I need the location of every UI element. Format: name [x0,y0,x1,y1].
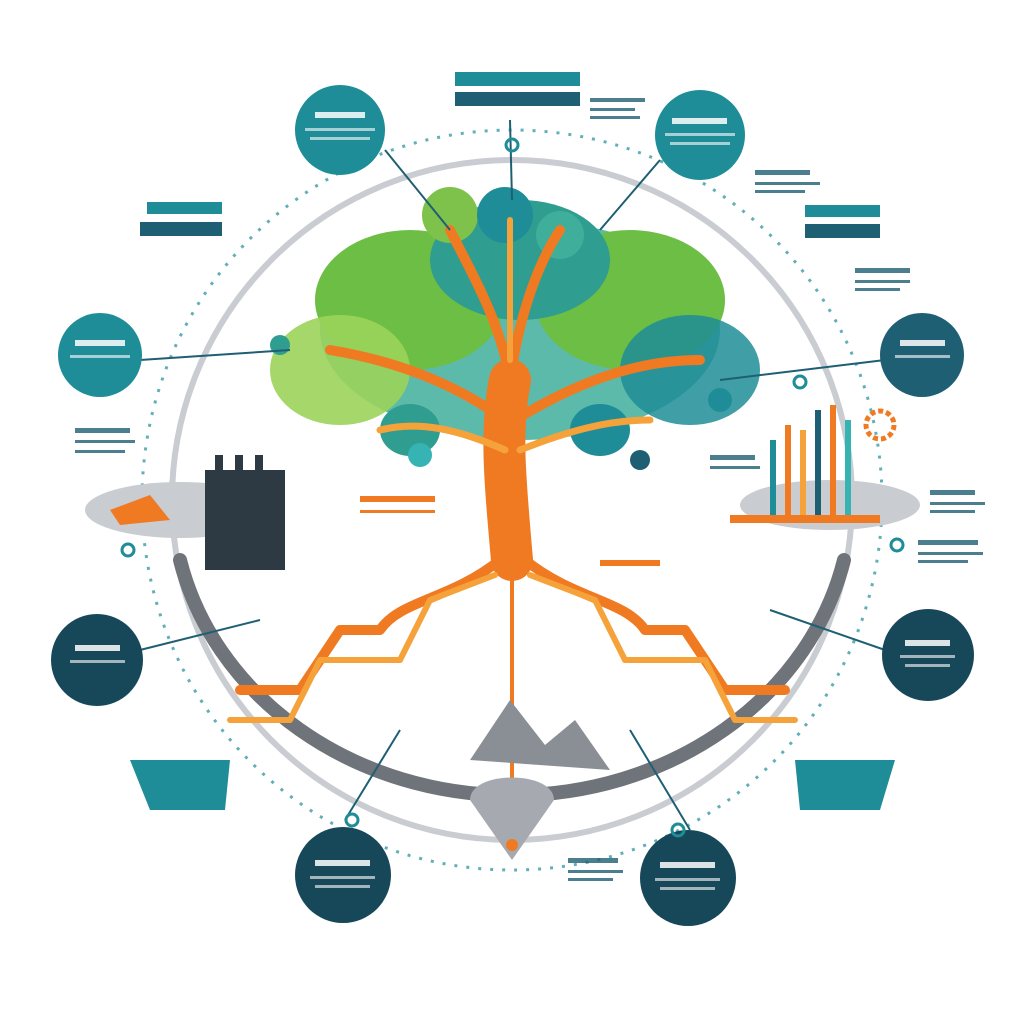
label-banners [130,72,895,810]
orange-accent-bars [360,496,660,566]
text-placeholders [75,98,985,881]
node-top-left [295,85,385,175]
mountain-icon [470,700,610,770]
node-lower-right [882,609,974,701]
node-left [58,313,142,397]
node-lower-left [51,614,143,706]
factory-icon [85,455,285,570]
gear-icon [863,408,897,442]
node-top-right [655,90,745,180]
node-bottom-left [295,827,391,923]
pin-dots [120,137,905,838]
node-bottom-right [640,830,736,926]
node-right [880,313,964,397]
tree-icon [325,217,705,581]
drop-pin-icon [470,777,554,860]
connectors [139,119,886,831]
bar-chart-icon [730,405,920,530]
